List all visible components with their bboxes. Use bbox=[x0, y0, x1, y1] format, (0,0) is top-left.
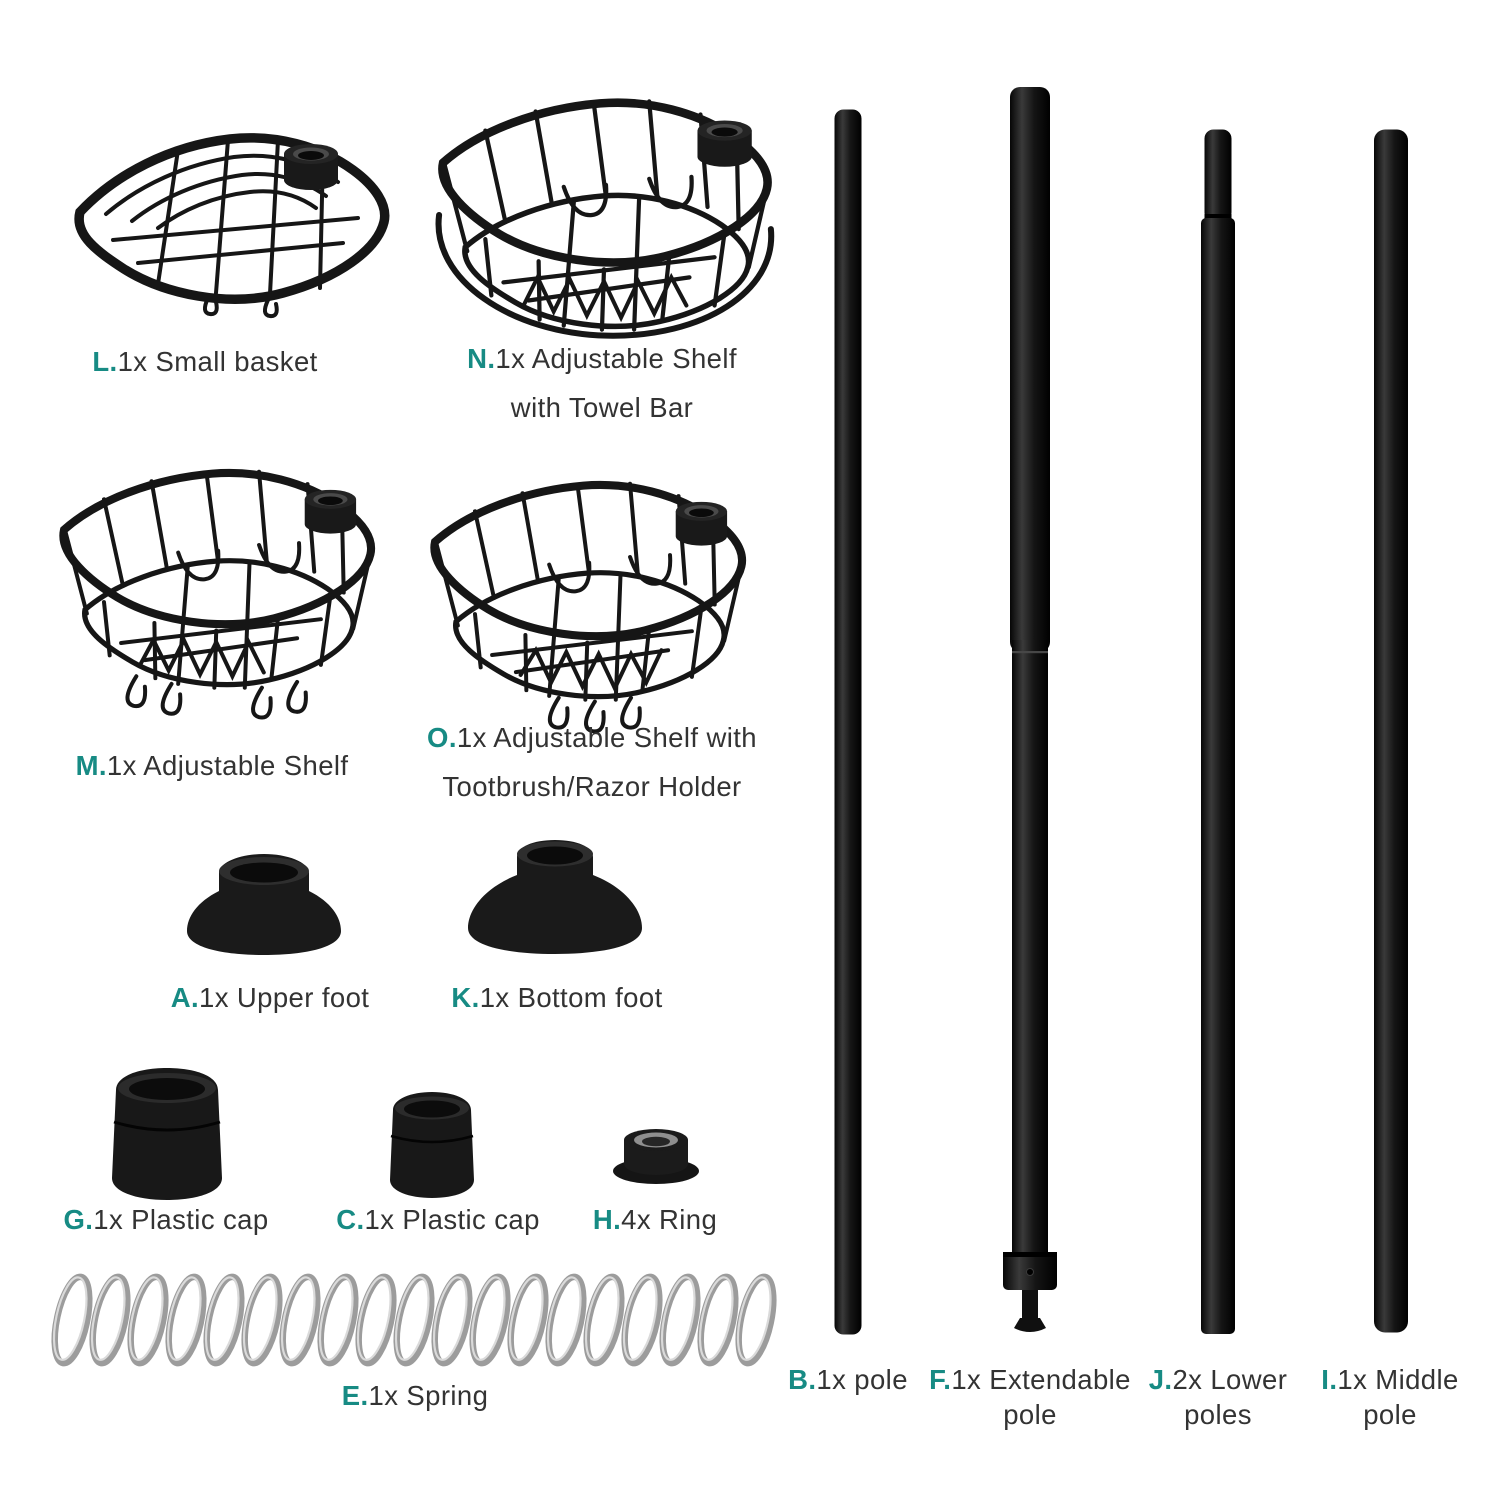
ring-illustration bbox=[613, 1129, 699, 1184]
part-text-O: 1x Adjustable Shelf with bbox=[456, 722, 757, 753]
part-label-G: G.1x Plastic cap bbox=[63, 1204, 268, 1236]
part-letter-N: N. bbox=[467, 343, 496, 374]
part-label-J: J.2x Lower poles bbox=[1149, 1364, 1288, 1431]
part-letter-F: F. bbox=[929, 1364, 952, 1395]
part-text-M: 1x Adjustable Shelf bbox=[106, 750, 349, 781]
part-letter-H: H. bbox=[592, 1204, 622, 1235]
part-text-H: 4x Ring bbox=[621, 1204, 718, 1235]
part-label-O: O.1x Adjustable Shelf with Tootbrush/Raz… bbox=[427, 722, 757, 803]
part-text-A: 1x Upper foot bbox=[199, 982, 370, 1013]
part-plastic-cap-large bbox=[102, 1060, 232, 1202]
small-plastic-cap-illustration bbox=[390, 1092, 474, 1198]
part-text-B: 1x pole bbox=[816, 1364, 908, 1395]
large-plastic-cap-illustration bbox=[112, 1068, 222, 1200]
part-upper-foot bbox=[183, 845, 345, 957]
part-text-J-2: poles bbox=[1184, 1399, 1252, 1430]
part-text-G: 1x Plastic cap bbox=[93, 1204, 269, 1235]
part-letter-G: G. bbox=[63, 1204, 94, 1235]
shelf-towel-bar-illustration bbox=[435, 64, 775, 339]
part-extendable-pole bbox=[1000, 85, 1060, 1337]
part-label-M: M.1x Adjustable Shelf bbox=[76, 750, 349, 782]
part-shelf-holder bbox=[416, 448, 768, 744]
part-label-F: F.1x Extendable pole bbox=[929, 1364, 1131, 1431]
part-text-F-2: pole bbox=[1003, 1399, 1057, 1430]
part-text-J: 2x Lower bbox=[1172, 1364, 1288, 1395]
part-label-E: E.1x Spring bbox=[342, 1380, 489, 1412]
pole-illustration bbox=[834, 109, 862, 1335]
part-letter-C: C. bbox=[336, 1204, 365, 1235]
part-letter-O: O. bbox=[427, 722, 457, 753]
part-label-I: I.1x Middle pole bbox=[1321, 1364, 1458, 1431]
part-ring bbox=[606, 1120, 706, 1188]
part-shelf-towel-bar bbox=[423, 64, 795, 361]
part-text-F: 1x Extendable bbox=[951, 1364, 1131, 1395]
part-label-C: C.1x Plastic cap bbox=[336, 1204, 540, 1236]
part-label-L: L.1x Small basket bbox=[92, 346, 317, 378]
part-adjustable-shelf bbox=[45, 436, 397, 732]
part-text-N: 1x Adjustable Shelf bbox=[495, 343, 737, 374]
part-middle-pole bbox=[1372, 128, 1410, 1334]
part-text-K: 1x Bottom foot bbox=[479, 982, 663, 1013]
part-spring bbox=[40, 1268, 785, 1373]
spring-illustration bbox=[40, 1268, 785, 1373]
part-letter-E: E. bbox=[341, 1380, 369, 1411]
part-label-H: H.4x Ring bbox=[593, 1204, 717, 1236]
part-text-L: 1x Small basket bbox=[117, 346, 318, 377]
part-letter-J: J. bbox=[1148, 1364, 1173, 1395]
part-text-N-2: with Towel Bar bbox=[510, 392, 694, 423]
shelf-holder-illustration bbox=[416, 448, 768, 734]
part-plastic-cap-small bbox=[382, 1086, 482, 1200]
part-small-basket bbox=[58, 88, 403, 338]
part-label-B: B.1x pole bbox=[788, 1364, 908, 1396]
part-label-N: N.1x Adjustable Shelf with Towel Bar bbox=[467, 343, 737, 424]
part-pole bbox=[833, 108, 863, 1336]
part-letter-I: I. bbox=[1321, 1364, 1338, 1395]
adjustable-shelf-illustration bbox=[45, 436, 397, 720]
part-label-K: K.1x Bottom foot bbox=[451, 982, 662, 1014]
part-letter-A: A. bbox=[170, 982, 200, 1013]
part-bottom-foot bbox=[462, 833, 648, 957]
part-text-I-2: pole bbox=[1363, 1399, 1417, 1430]
extendable-pole-illustration bbox=[1003, 87, 1057, 1332]
bottom-foot-illustration bbox=[468, 840, 642, 954]
part-letter-M: M. bbox=[75, 750, 107, 781]
part-label-A: A.1x Upper foot bbox=[171, 982, 370, 1014]
middle-pole-illustration bbox=[1374, 129, 1408, 1333]
part-letter-L: L. bbox=[92, 346, 118, 377]
part-letter-K: K. bbox=[451, 982, 480, 1013]
upper-foot-illustration bbox=[187, 854, 341, 955]
part-text-O-2: Tootbrush/Razor Holder bbox=[442, 771, 742, 802]
part-letter-B: B. bbox=[788, 1364, 817, 1395]
small-basket-illustration bbox=[58, 88, 403, 338]
part-text-I: 1x Middle bbox=[1337, 1364, 1459, 1395]
lower-pole-illustration bbox=[1201, 129, 1235, 1334]
part-lower-pole bbox=[1196, 128, 1240, 1336]
part-text-E: 1x Spring bbox=[368, 1380, 489, 1411]
part-text-C: 1x Plastic cap bbox=[364, 1204, 540, 1235]
